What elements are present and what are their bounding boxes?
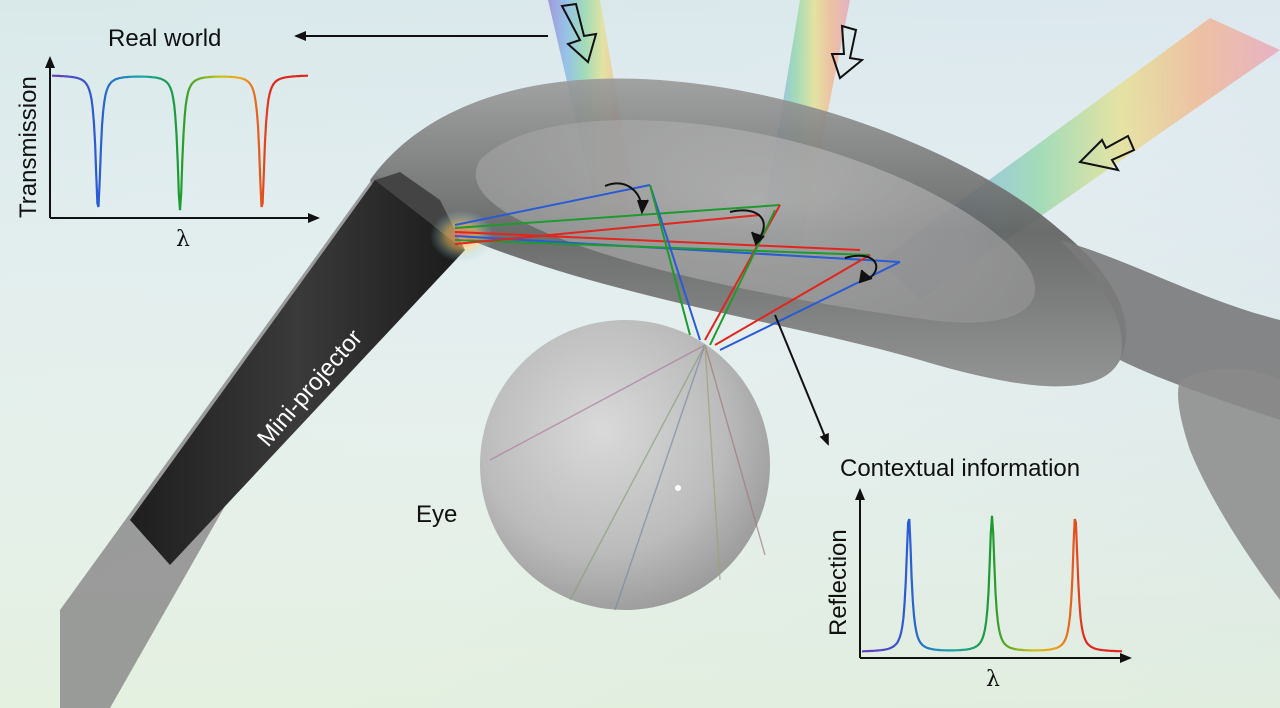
- hollow-arrow-icon: [1077, 134, 1136, 172]
- reflection-ylabel: Reflection: [825, 529, 852, 636]
- lens: [475, 120, 1036, 323]
- contextual-info-arrow: [774, 314, 829, 446]
- real-world-label: Real world: [108, 25, 221, 52]
- reflection-curve: [862, 515, 1122, 653]
- reflection-plot: Reflection λ: [825, 488, 1132, 692]
- transmission-ylabel: Transmission: [15, 76, 42, 218]
- eyeball: [480, 320, 770, 610]
- hollow-arrow-icon: [560, 2, 598, 64]
- eye: [480, 320, 770, 611]
- incoming-light-arrows: [560, 2, 1136, 172]
- reflection-xlabel: λ: [986, 667, 1000, 692]
- eye-label: Eye: [416, 501, 457, 528]
- projected-rays: [454, 184, 901, 351]
- mini-projector: [130, 172, 494, 565]
- transmission-plot: Transmission λ: [15, 56, 320, 252]
- right-lens-rim: [1178, 368, 1280, 600]
- contextual-information-label: Contextual information: [840, 455, 1080, 482]
- reflection-arrows: [604, 182, 878, 284]
- eye-highlight: [675, 485, 681, 491]
- eye-internal-rays: [489, 344, 766, 611]
- transmission-xlabel: λ: [176, 227, 190, 252]
- hollow-arrow-icon: [830, 24, 865, 80]
- projector-body: [130, 180, 465, 565]
- transmission-curve: [52, 74, 308, 211]
